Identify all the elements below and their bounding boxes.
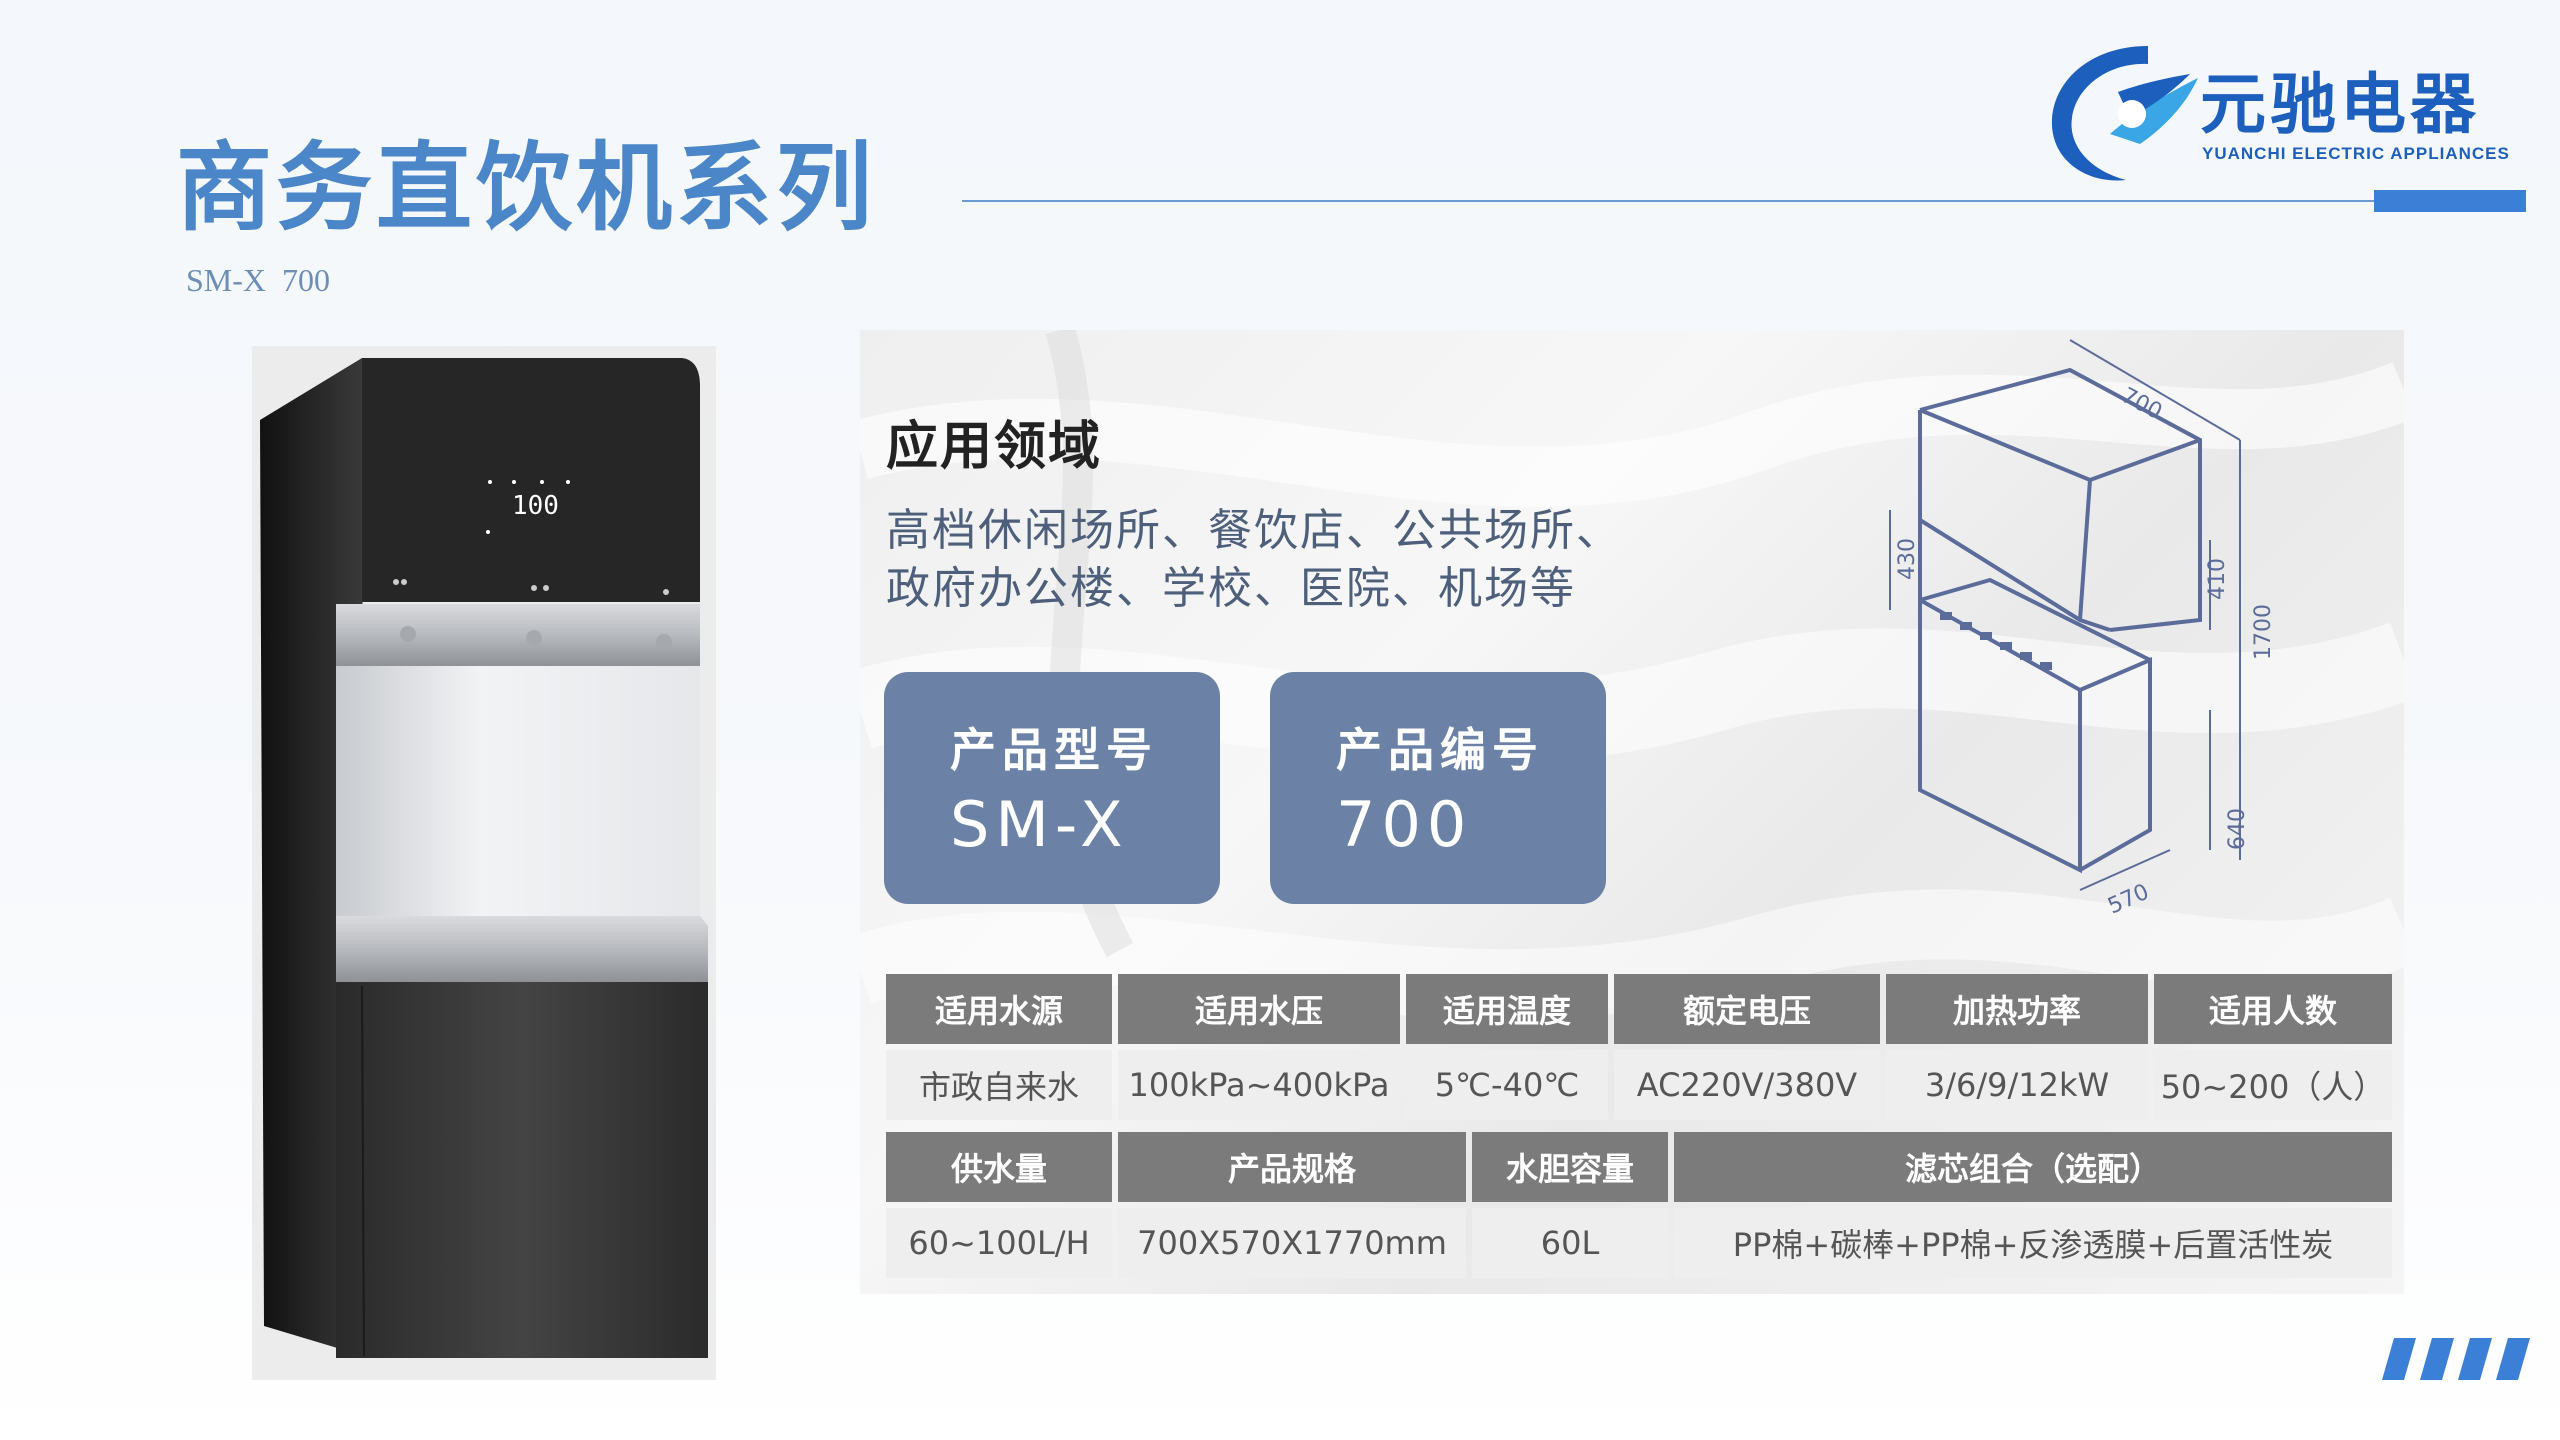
- table-header: 加热功率: [1886, 974, 2148, 1044]
- table-header: 额定电压: [1614, 974, 1880, 1044]
- page-subtitle: SM-X 700: [186, 262, 331, 298]
- dim-height-left: 430: [1895, 538, 1920, 580]
- table-header: 供水量: [886, 1132, 1112, 1202]
- application-line-1: 高档休闲场所、餐饮店、公共场所、: [886, 505, 1622, 556]
- application-text: 高档休闲场所、餐饮店、公共场所、 政府办公楼、学校、医院、机场等: [886, 502, 1886, 618]
- dim-height-top: 410: [2205, 558, 2230, 600]
- table-header: 适用水源: [886, 974, 1112, 1044]
- code-value: 700: [1336, 788, 1473, 861]
- table-cell: 5℃-40℃: [1406, 1050, 1608, 1120]
- decorative-stripes: [2382, 1338, 2530, 1380]
- model-label: 产品型号: [950, 723, 1158, 777]
- table-cell: 市政自来水: [886, 1050, 1112, 1120]
- table-cell: PP棉+碳棒+PP棉+反渗透膜+后置活性炭: [1674, 1208, 2392, 1278]
- table-header: 适用人数: [2154, 974, 2392, 1044]
- table-header: 水胆容量: [1472, 1132, 1668, 1202]
- table-cell: 60~100L/H: [886, 1208, 1112, 1278]
- table-cell: 700X570X1770mm: [1118, 1208, 1466, 1278]
- header-accent-bar: [2374, 190, 2526, 212]
- code-label: 产品编号: [1336, 723, 1544, 777]
- table-cell: 100kPa~400kPa: [1118, 1050, 1400, 1120]
- table-header: 适用温度: [1406, 974, 1608, 1044]
- product-image: 100: [252, 346, 716, 1380]
- dimension-diagram: 700 410 1700 640 430 570: [1889, 339, 2276, 920]
- code-card: 产品编号 700: [1270, 672, 1606, 904]
- application-title: 应用领域: [886, 417, 1103, 477]
- table-cell: 3/6/9/12kW: [1886, 1050, 2148, 1120]
- dim-height-bottom: 640: [2225, 808, 2250, 850]
- table-header: 适用水压: [1118, 974, 1400, 1044]
- table-header: 产品规格: [1118, 1132, 1466, 1202]
- model-value: SM-X: [950, 788, 1129, 861]
- table-header: 滤芯组合（选配）: [1674, 1132, 2392, 1202]
- page-title: 商务直饮机系列: [176, 131, 876, 244]
- yuanchi-logo-icon: [2051, 46, 2198, 181]
- logo-name: 元驰电器: [2200, 66, 2480, 143]
- table-cell: 60L: [1472, 1208, 1668, 1278]
- logo-subname: YUANCHI ELECTRIC APPLIANCES: [2202, 144, 2510, 163]
- header-divider: [962, 200, 2450, 202]
- display-temp: 100: [512, 491, 559, 521]
- application-line-2: 政府办公楼、学校、医院、机场等: [886, 563, 1576, 614]
- model-card: 产品型号 SM-X: [884, 672, 1220, 904]
- dim-height-total: 1700: [2251, 604, 2276, 660]
- dim-depth: 570: [2104, 880, 2153, 920]
- table-cell: AC220V/380V: [1614, 1050, 1880, 1120]
- table-cell: 50~200（人）: [2154, 1050, 2392, 1120]
